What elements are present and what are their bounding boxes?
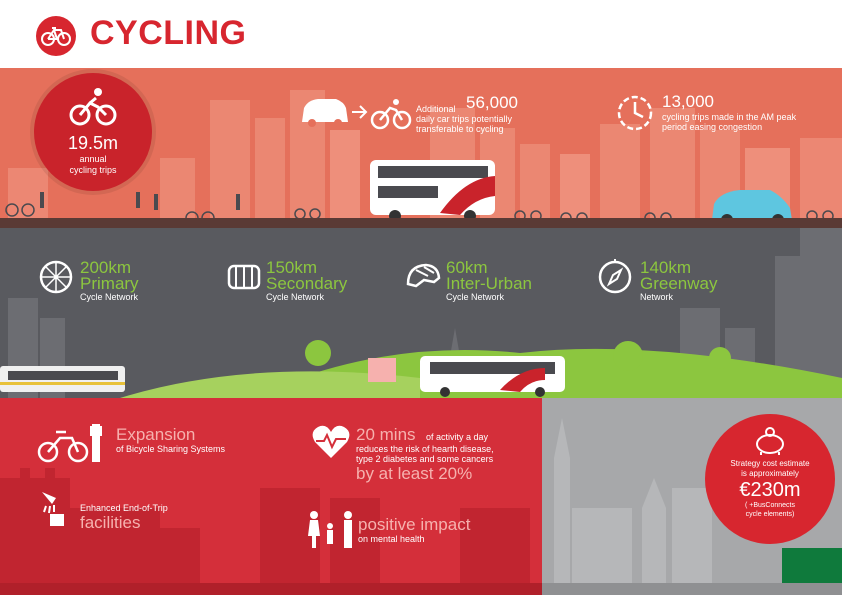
network-4-distance: 140km: [640, 258, 692, 277]
car-trips-value: 56,000: [466, 93, 518, 112]
network-2-sub: Cycle Network: [266, 292, 325, 302]
bike-sharing-title: Expansion: [116, 425, 196, 444]
health-highlight: 20 mins: [356, 425, 416, 444]
am-peak-line-3: period easing congestion: [662, 122, 763, 132]
cost-value: €230m: [739, 479, 801, 501]
annual-trips-value: 19.5m: [67, 133, 119, 153]
heart-rate-icon: [312, 425, 350, 458]
network-1-sub: Cycle Network: [80, 292, 139, 302]
network-1-type: Primary: [80, 274, 139, 293]
car-trips-prefix: Additional: [416, 104, 456, 114]
green-bus: [782, 548, 842, 588]
network-2-distance: 150km: [266, 258, 318, 277]
castle-illustration: [0, 468, 542, 595]
timetable-sign: [368, 358, 396, 382]
bike-share-icon: [37, 424, 102, 463]
network-1-distance: 200km: [80, 258, 132, 277]
header: [0, 0, 842, 68]
road: [0, 218, 842, 228]
car-to-bike-icon: [302, 99, 412, 130]
landscape-illustration: [0, 228, 842, 398]
annual-trips-label-2: cycling trips: [69, 165, 117, 175]
network-4-sub: Network: [640, 292, 674, 302]
bike-rack-icon: [227, 264, 261, 290]
wheel-icon: [39, 260, 73, 294]
city-skyline-illustration: [5, 90, 842, 228]
family-icon: [308, 511, 352, 548]
network-3-sub: Cycle Network: [446, 292, 505, 302]
bicycle-icon: [41, 27, 71, 46]
mental-title: positive impact: [358, 515, 471, 534]
health-line-4: by at least 20%: [356, 464, 473, 483]
health-line-2: reduces the risk of hearth disease,: [356, 444, 494, 454]
network-2-type: Secondary: [266, 274, 348, 293]
logo-badge: [36, 16, 76, 56]
network-4-type: Greenway: [640, 274, 718, 293]
cost-line-1: Strategy cost estimate: [730, 459, 810, 468]
shower-icon: [42, 492, 64, 526]
page-title: CYCLING: [90, 14, 247, 52]
facilities-line-1: Enhanced End-of-Trip: [80, 503, 168, 513]
cathedral-illustration: [542, 418, 842, 595]
helmet-icon: [406, 263, 441, 288]
health-rest-1: of activity a day: [426, 432, 489, 442]
bike-sharing-sub: of Bicycle Sharing Systems: [116, 444, 226, 454]
facilities-line-2: facilities: [80, 513, 141, 532]
car-trips-line-2: daily car trips potentially: [416, 114, 513, 124]
cost-badge: Strategy cost estimate is approximately …: [705, 414, 835, 544]
cost-line-5: cycle elements): [745, 511, 795, 518]
cost-line-2: is approximately: [741, 469, 799, 478]
health-line-3: type 2 diabetes and some cancers: [356, 454, 494, 464]
am-peak-value: 13,000: [662, 92, 714, 111]
piggy-bank-icon: [756, 427, 784, 455]
clock-icon: [617, 95, 653, 131]
network-band: [0, 228, 842, 398]
cyclist-icon: [69, 88, 117, 126]
car: [712, 190, 792, 220]
annual-trips-label-1: annual: [79, 154, 107, 164]
network-3-distance: 60km: [446, 258, 488, 277]
annual-trips-badge: 19.5m annual cycling trips: [34, 73, 152, 191]
mental-sub: on mental health: [358, 534, 425, 544]
network-3-type: Inter-Urban: [446, 274, 532, 293]
am-peak-line-2: cycling trips made in the AM peak: [662, 112, 797, 122]
compass-icon: [598, 259, 632, 294]
car-trips-line-3: transferable to cycling: [416, 124, 504, 134]
cost-line-4: ( +BusConnects: [745, 502, 795, 509]
